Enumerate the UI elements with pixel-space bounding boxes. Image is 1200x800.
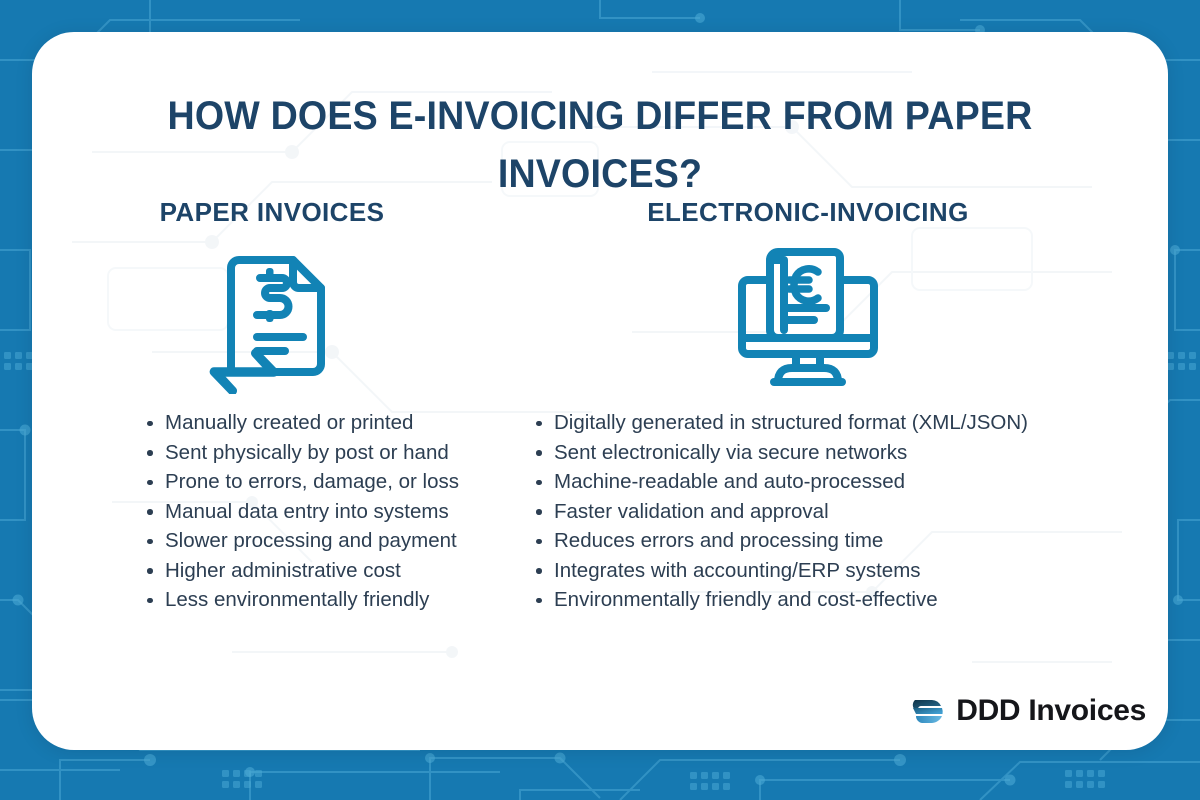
bullet-list-paper: Manually created or printed Sent physica…	[139, 408, 510, 615]
brand-logo: DDD Invoices	[912, 694, 1146, 728]
ddd-invoices-logo-mark	[913, 700, 943, 723]
list-item: Less environmentally friendly	[139, 585, 510, 615]
content-card: HOW DOES E-INVOICING DIFFER FROM PAPER I…	[32, 32, 1168, 750]
list-item: Sent electronically via secure networks	[528, 438, 1168, 468]
logo-text: DDD Invoices	[956, 694, 1146, 727]
column-heading-electronic: ELECTRONIC-INVOICING	[647, 197, 969, 227]
list-item: Higher administrative cost	[139, 556, 510, 586]
bullet-list-electronic: Digitally generated in structured format…	[528, 408, 1168, 615]
list-item: Sent physically by post or hand	[139, 438, 510, 468]
electronic-invoice-monitor-icon	[528, 234, 1088, 394]
list-item: Faster validation and approval	[528, 497, 1168, 527]
list-item: Digitally generated in structured format…	[528, 408, 1168, 438]
list-item: Integrates with accounting/ERP systems	[528, 556, 1168, 586]
column-electronic-invoicing: ELECTRONIC-INVOICING	[510, 197, 1168, 615]
list-item: Slower processing and payment	[139, 526, 510, 556]
column-heading-paper: PAPER INVOICES	[159, 197, 385, 227]
list-item: Manually created or printed	[139, 408, 510, 438]
paper-invoice-document-icon	[82, 234, 462, 394]
list-item: Reduces errors and processing time	[528, 526, 1168, 556]
list-item: Prone to errors, damage, or loss	[139, 467, 510, 497]
list-item: Manual data entry into systems	[139, 497, 510, 527]
list-item: Environmentally friendly and cost-effect…	[528, 585, 1168, 615]
comparison-columns: PAPER INVOICES	[32, 197, 1168, 615]
page-title: HOW DOES E-INVOICING DIFFER FROM PAPER I…	[167, 93, 1033, 196]
column-paper-invoices: PAPER INVOICES	[32, 197, 510, 615]
list-item: Machine-readable and auto-processed	[528, 467, 1168, 497]
